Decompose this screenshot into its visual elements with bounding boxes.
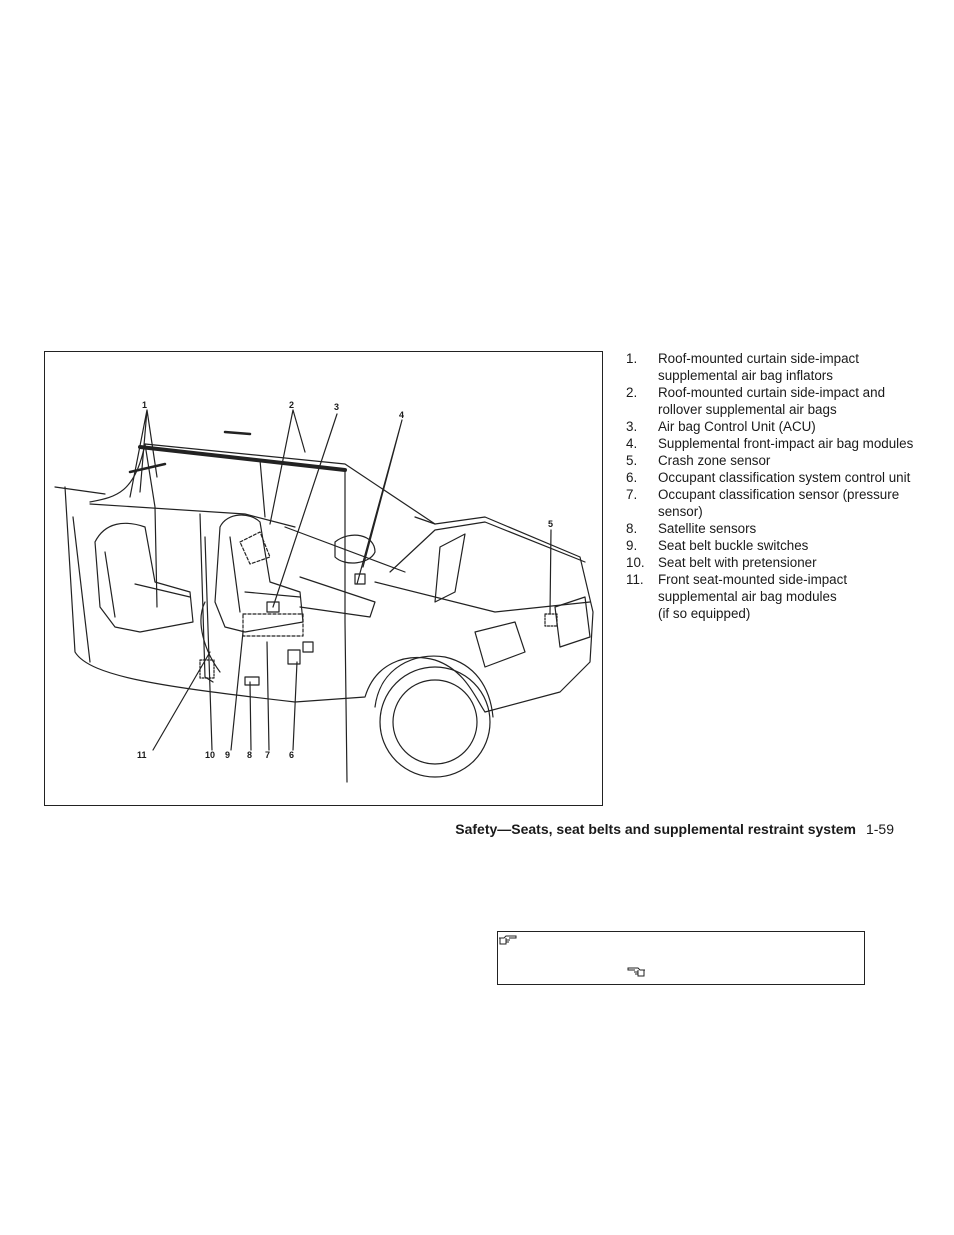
callout-8: 8 — [247, 750, 252, 760]
page-footer: Safety—Seats, seat belts and supplementa… — [455, 821, 894, 837]
legend-number: 10. — [626, 555, 645, 570]
component-legend: 1. Roof-mounted curtain side-impact suppl… — [626, 350, 926, 622]
pointing-hand-left-icon — [627, 967, 645, 977]
legend-item: 1. Roof-mounted curtain side-impact suppl… — [626, 350, 926, 384]
airbag-component-diagram: 1 2 3 4 5 6 7 8 9 10 11 — [44, 351, 603, 806]
callout-2: 2 — [289, 400, 294, 410]
legend-number: 5. — [626, 453, 638, 468]
legend-number: 9. — [626, 538, 638, 553]
legend-text: Crash zone sensor — [658, 453, 771, 468]
legend-item: 5. Crash zone sensor — [626, 452, 926, 469]
callout-6: 6 — [289, 750, 294, 760]
body-outline — [64, 486, 594, 713]
legend-number: 7. — [626, 487, 638, 502]
callout-5: 5 — [548, 519, 553, 529]
callout-11: 11 — [137, 750, 147, 760]
pointing-hand-right-icon — [499, 935, 517, 945]
legend-text: Supplemental front-impact air bag module… — [658, 436, 914, 451]
callout-7: 7 — [265, 750, 270, 760]
legend-number: 11. — [626, 572, 644, 587]
legend-item: 11. Front seat-mounted side-impact supple… — [626, 571, 926, 622]
legend-text: Roof-mounted curtain side-impact and rol… — [658, 385, 886, 417]
callout-4: 4 — [399, 410, 404, 420]
legend-number: 3. — [626, 419, 638, 434]
callout-10: 10 — [205, 750, 215, 760]
vehicle-line-drawing: 1 2 3 4 5 6 7 8 9 10 11 — [54, 400, 594, 783]
reference-note-box — [497, 931, 865, 985]
legend-text: Air bag Control Unit (ACU) — [658, 419, 816, 434]
legend-text: Satellite sensors — [658, 521, 757, 536]
page-number: 1-59 — [865, 821, 894, 837]
legend-item: 9. Seat belt buckle switches — [626, 537, 926, 554]
legend-number: 4. — [626, 436, 638, 451]
callout-1: 1 — [142, 400, 147, 410]
legend-item: 4. Supplemental front-impact air bag modu… — [626, 435, 926, 452]
legend-text: Front seat-mounted side-impact supplemen… — [658, 572, 848, 621]
legend-item: 6. Occupant classification system control… — [626, 469, 926, 486]
legend-item: 10. Seat belt with pretensioner — [626, 554, 926, 571]
section-title: Safety—Seats, seat belts and supplementa… — [455, 821, 856, 837]
legend-number: 2. — [626, 385, 638, 400]
front-wheel — [379, 666, 491, 778]
legend-text: Occupant classification system control u… — [658, 470, 911, 485]
legend-text: Occupant classification sensor (pressure… — [658, 487, 900, 519]
front-seat — [214, 514, 304, 633]
legend-number: 8. — [626, 521, 638, 536]
legend-item: 8. Satellite sensors — [626, 520, 926, 537]
rear-seat — [94, 522, 194, 633]
legend-text: Seat belt buckle switches — [658, 538, 809, 553]
legend-number: 6. — [626, 470, 638, 485]
legend-item: 2. Roof-mounted curtain side-impact and r… — [626, 384, 926, 418]
legend-text: Roof-mounted curtain side-impact supplem… — [658, 351, 859, 383]
legend-number: 1. — [626, 351, 638, 366]
legend-item: 3. Air bag Control Unit (ACU) — [626, 418, 926, 435]
legend-text: Seat belt with pretensioner — [658, 555, 817, 570]
callout-3: 3 — [334, 402, 339, 412]
callout-9: 9 — [225, 750, 230, 760]
legend-item: 7. Occupant classification sensor (pressu… — [626, 486, 926, 520]
